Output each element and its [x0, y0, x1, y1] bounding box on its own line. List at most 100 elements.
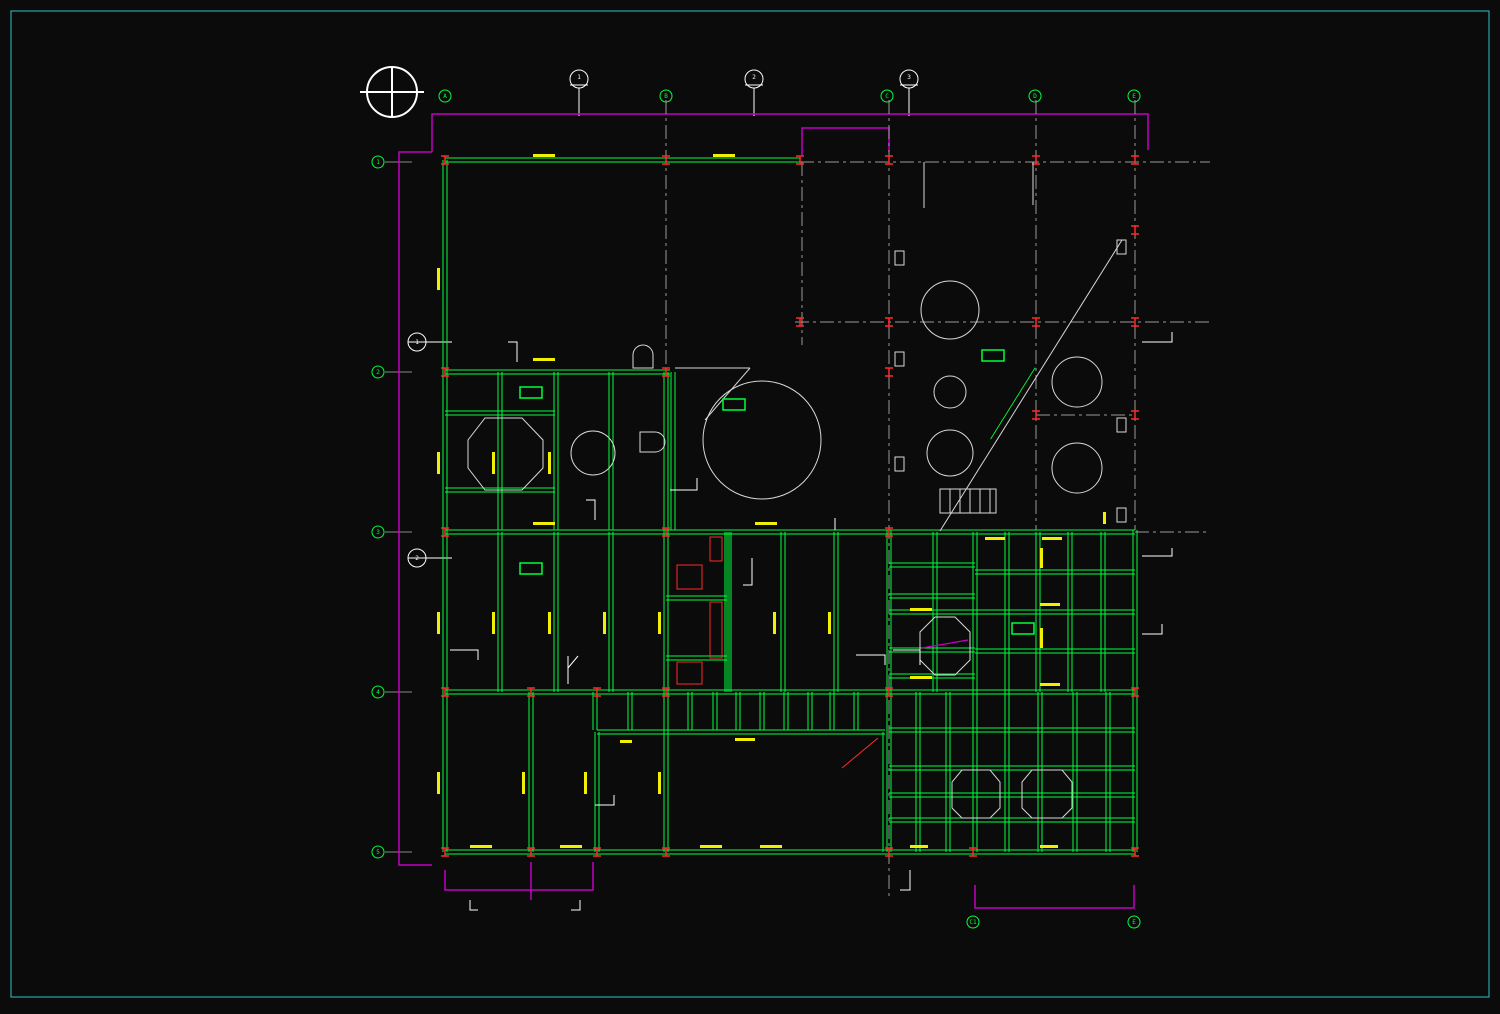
column-marker — [441, 155, 449, 165]
column-marker — [1131, 847, 1139, 857]
beam-label-mark — [620, 740, 632, 743]
column-marker — [1131, 317, 1139, 327]
beam-label-mark — [1040, 683, 1060, 686]
beam-label-mark — [492, 612, 495, 634]
column-marker — [441, 527, 449, 537]
column-marker — [593, 847, 601, 857]
column-marker — [1131, 410, 1139, 420]
magenta-accent — [921, 639, 969, 649]
beam-label-mark — [1040, 548, 1043, 568]
beam-label-mark — [1040, 845, 1058, 848]
beam-label-mark — [828, 612, 831, 634]
column-marker — [441, 847, 449, 857]
beam-label-mark — [910, 608, 932, 611]
column-marker — [662, 155, 670, 165]
beam-label-mark — [658, 772, 661, 794]
beam-label-mark — [910, 676, 932, 679]
grid-label-c: C — [885, 93, 889, 100]
beam-labels — [437, 154, 1106, 848]
dimension-lines — [398, 113, 1149, 909]
grid-bubble-c — [880, 89, 894, 103]
left-grid-bubbles — [371, 155, 385, 859]
grid-label-1: 1 — [376, 159, 380, 166]
beam-label-mark — [533, 522, 555, 525]
dashed-gridlines — [665, 100, 1210, 900]
grid-bubble-e — [1127, 89, 1141, 103]
column-marker — [1131, 687, 1139, 697]
beam-label-mark — [713, 154, 735, 157]
beam-label-mark — [700, 845, 722, 848]
beam-label-mark — [470, 845, 492, 848]
beam-label-mark — [603, 612, 606, 634]
beam-label-mark — [1040, 628, 1043, 648]
section-marker-1: 1 — [577, 74, 581, 81]
beam-label-mark — [437, 452, 440, 474]
beam-label-mark — [492, 452, 495, 474]
beam-label-mark — [910, 845, 928, 848]
column-marker — [885, 527, 893, 537]
beam-label-mark — [548, 612, 551, 634]
beam-label-mark — [437, 612, 440, 634]
column-marker — [662, 687, 670, 697]
grid-label-3: 3 — [376, 529, 380, 536]
beam-label-mark — [584, 772, 587, 794]
beam-label-mark — [522, 772, 525, 794]
beam-label-mark — [1103, 512, 1106, 524]
column-marker — [1131, 155, 1139, 165]
plan-linework — [467, 162, 1127, 819]
side-marker-2: 2 — [415, 555, 419, 562]
section-markers-top — [569, 69, 919, 116]
grid-label-2: 2 — [376, 369, 380, 376]
beam-label-mark — [533, 154, 555, 157]
drawing-frame — [10, 10, 1490, 998]
column-marker — [662, 847, 670, 857]
column-marker — [885, 687, 893, 697]
column-marker — [885, 155, 893, 165]
beam-label-mark — [548, 452, 551, 474]
beam-label-mark — [437, 772, 440, 794]
beam-label-mark — [658, 612, 661, 634]
column-marker — [441, 367, 449, 377]
section-markers-side — [407, 332, 452, 568]
column-marker — [969, 847, 977, 857]
column-marker — [1131, 225, 1139, 235]
beam-label-mark — [533, 358, 555, 361]
top-grid-bubbles — [438, 89, 1141, 103]
column-marker — [1032, 410, 1040, 420]
column-marker — [441, 687, 449, 697]
column-markers — [441, 155, 1139, 857]
column-marker — [1032, 317, 1040, 327]
beam-label-mark — [437, 268, 440, 290]
grid-label-a: A — [443, 93, 447, 100]
grid-label-d: D — [1033, 93, 1037, 100]
bottom-grid-bubbles — [966, 915, 1141, 929]
column-marker — [593, 687, 601, 697]
beam-layout — [442, 157, 1138, 855]
grid-bubble-a — [438, 89, 452, 103]
grid-label-b: B — [664, 93, 668, 100]
column-marker — [796, 317, 804, 327]
column-marker — [662, 527, 670, 537]
beam-label-mark — [560, 845, 582, 848]
side-marker-1: 1 — [415, 339, 419, 346]
beam-label-mark — [1042, 537, 1062, 540]
section-marker-2: 2 — [752, 74, 756, 81]
grid-label-4: 4 — [376, 689, 380, 696]
beam-label-mark — [1040, 603, 1060, 606]
beam-label-mark — [760, 845, 782, 848]
column-marker — [885, 317, 893, 327]
column-marker — [796, 155, 804, 165]
column-marker — [885, 367, 893, 377]
label-boxes — [519, 349, 1035, 635]
beam-label-mark — [735, 738, 755, 741]
section-cut-markers — [450, 332, 1173, 911]
column-marker — [662, 367, 670, 377]
north-arrow-icon — [360, 66, 424, 118]
grid-label-c1: C1 — [969, 919, 977, 926]
column-marker — [527, 847, 535, 857]
section-marker-3: 3 — [907, 74, 911, 81]
grid-label-e: E — [1132, 93, 1136, 100]
column-marker — [885, 847, 893, 857]
